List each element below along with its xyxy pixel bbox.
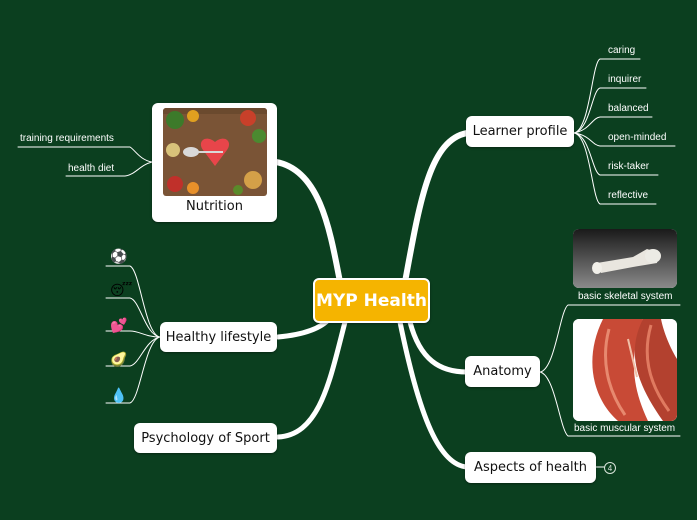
leaf-health-diet[interactable]: health diet bbox=[68, 163, 115, 174]
topic-aspects-of-health[interactable]: Aspects of health bbox=[465, 452, 596, 483]
topic-learner-profile-label: Learner profile bbox=[472, 124, 568, 139]
soccer-ball-icon: ⚽ bbox=[110, 248, 128, 264]
leaf-reflective[interactable]: reflective bbox=[608, 190, 649, 201]
muscular-image bbox=[573, 319, 677, 421]
leaf-balanced[interactable]: balanced bbox=[608, 103, 649, 114]
topic-psychology-label: Psychology of Sport bbox=[141, 430, 270, 446]
leaf-open-minded[interactable]: open-minded bbox=[608, 132, 667, 143]
leaf-caring[interactable]: caring bbox=[608, 45, 636, 56]
droplet-icon: 💧 bbox=[110, 387, 128, 403]
topic-psychology-of-sport[interactable]: Psychology of Sport bbox=[134, 423, 277, 453]
leaf-inquirer[interactable]: inquirer bbox=[608, 74, 642, 85]
topic-healthy-lifestyle[interactable]: Healthy lifestyle bbox=[160, 322, 277, 352]
topic-nutrition-label: Nutrition bbox=[186, 199, 243, 214]
topic-aspects-label: Aspects of health bbox=[474, 460, 587, 475]
central-topic[interactable]: MYP Health bbox=[313, 278, 430, 323]
two-hearts-icon: 💕 bbox=[110, 317, 128, 333]
collapsed-count-badge[interactable]: 4 bbox=[604, 462, 616, 474]
skeletal-image bbox=[573, 229, 677, 288]
leaf-training-requirements[interactable]: training requirements bbox=[20, 133, 114, 144]
topic-anatomy[interactable]: Anatomy bbox=[465, 356, 540, 387]
central-topic-label: MYP Health bbox=[316, 290, 427, 311]
topic-anatomy-label: Anatomy bbox=[473, 364, 532, 379]
nutrition-image bbox=[162, 108, 267, 196]
leaf-basic-skeletal-system[interactable]: basic skeletal system bbox=[578, 291, 673, 302]
avocado-icon: 🥑 bbox=[110, 351, 128, 367]
topic-nutrition[interactable]: Nutrition bbox=[152, 103, 277, 222]
topic-learner-profile[interactable]: Learner profile bbox=[466, 116, 574, 147]
topic-healthy-lifestyle-label: Healthy lifestyle bbox=[165, 329, 272, 345]
leaf-basic-muscular-system[interactable]: basic muscular system bbox=[574, 423, 676, 434]
sleepy-face-icon: 😴 bbox=[110, 282, 133, 298]
leaf-risk-taker[interactable]: risk-taker bbox=[608, 161, 650, 172]
